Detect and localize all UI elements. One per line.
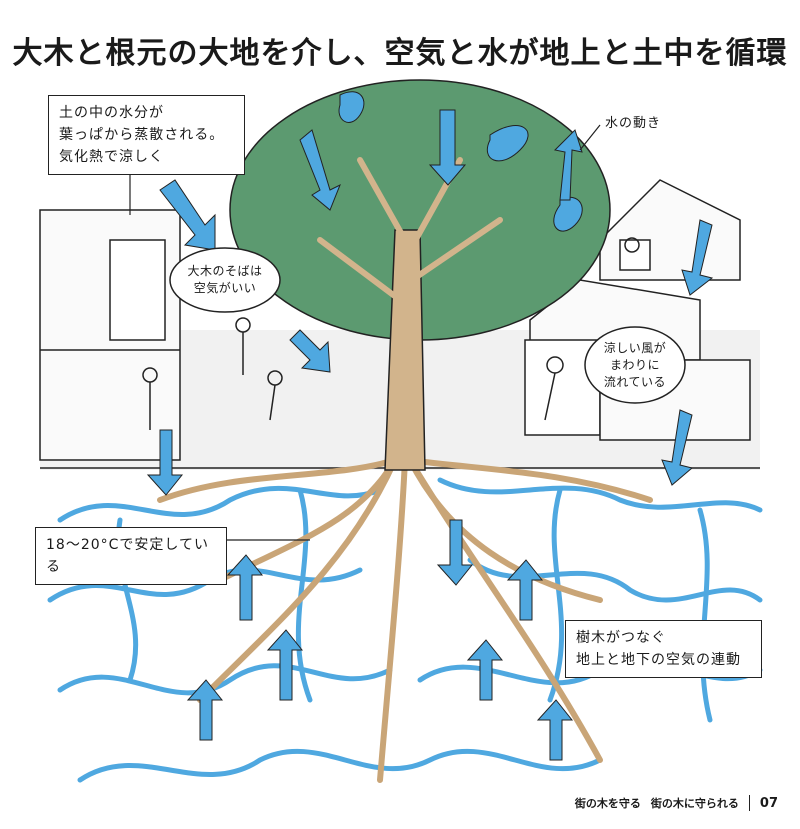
label-water-movement: 水の動き — [605, 116, 662, 131]
footer-divider — [748, 795, 750, 811]
page-number: 07 — [759, 795, 778, 811]
footer-left-title: 街の木を守る — [574, 797, 641, 810]
bubble-cool-wind: 涼しい風が まわりに 流れている — [603, 341, 667, 389]
canopy-water-shapes — [338, 91, 583, 232]
left-building — [39, 209, 181, 461]
people-figures — [142, 237, 640, 430]
note-soil-temperature: 18〜20°Cで安定している — [35, 527, 227, 585]
page-footer: 街の木を守る 街の木に守られる 07 — [575, 795, 778, 811]
flow-arrows — [146, 109, 714, 761]
note-transpiration: 土の中の水分が 葉っぱから蒸散される。 気化熱で涼しく — [48, 95, 245, 175]
bubble-near-tree: 大木のそばは 空気がいい — [187, 264, 263, 295]
tree-branches — [317, 157, 503, 303]
page-title: 大木と根元の大地を介し、空気と水が地上と土中を循環 — [12, 36, 788, 71]
note-air-linkage: 樹木がつなぐ 地上と地下の空気の連動 — [565, 620, 762, 678]
speech-bubbles — [169, 247, 686, 404]
footer-right-title: 街の木に守られる — [650, 797, 739, 810]
